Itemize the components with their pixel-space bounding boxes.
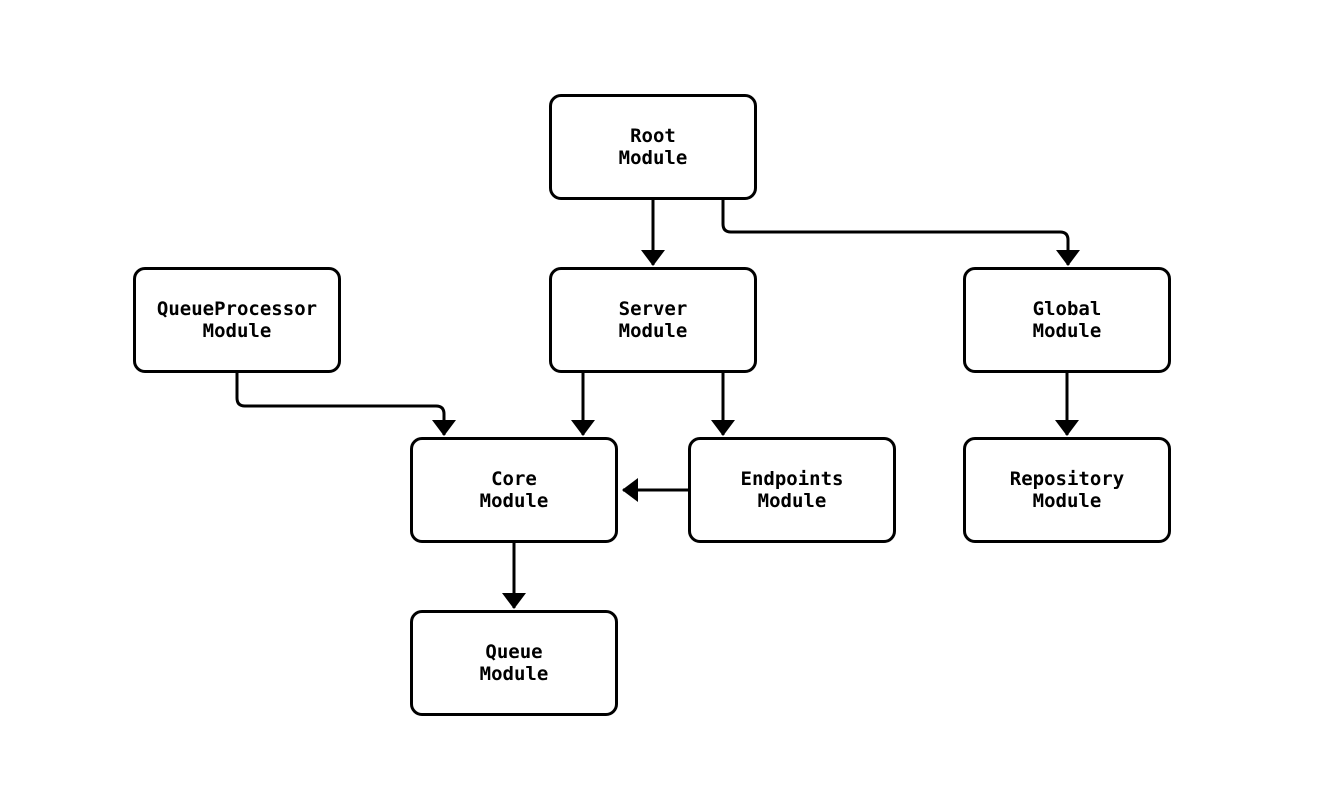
node-endpoints-module: Endpoints Module [688, 437, 896, 543]
node-label: Root Module [618, 125, 688, 169]
node-label: Endpoints Module [740, 468, 844, 512]
node-label: Queue Module [479, 641, 549, 685]
node-label: QueueProcessor Module [156, 298, 318, 342]
node-global-module: Global Module [963, 267, 1171, 373]
node-repository-module: Repository Module [963, 437, 1171, 543]
node-label: Core Module [479, 468, 549, 512]
node-server-module: Server Module [549, 267, 757, 373]
node-queue-module: Queue Module [410, 610, 618, 716]
node-label: Server Module [618, 298, 688, 342]
node-queueprocessor-module: QueueProcessor Module [133, 267, 341, 373]
node-core-module: Core Module [410, 437, 618, 543]
node-root-module: Root Module [549, 94, 757, 200]
node-label: Repository Module [1009, 468, 1125, 512]
node-label: Global Module [1032, 298, 1102, 342]
edge-root-to-global [721, 199, 1080, 266]
edge-queueprocessor-to-core [235, 373, 456, 436]
